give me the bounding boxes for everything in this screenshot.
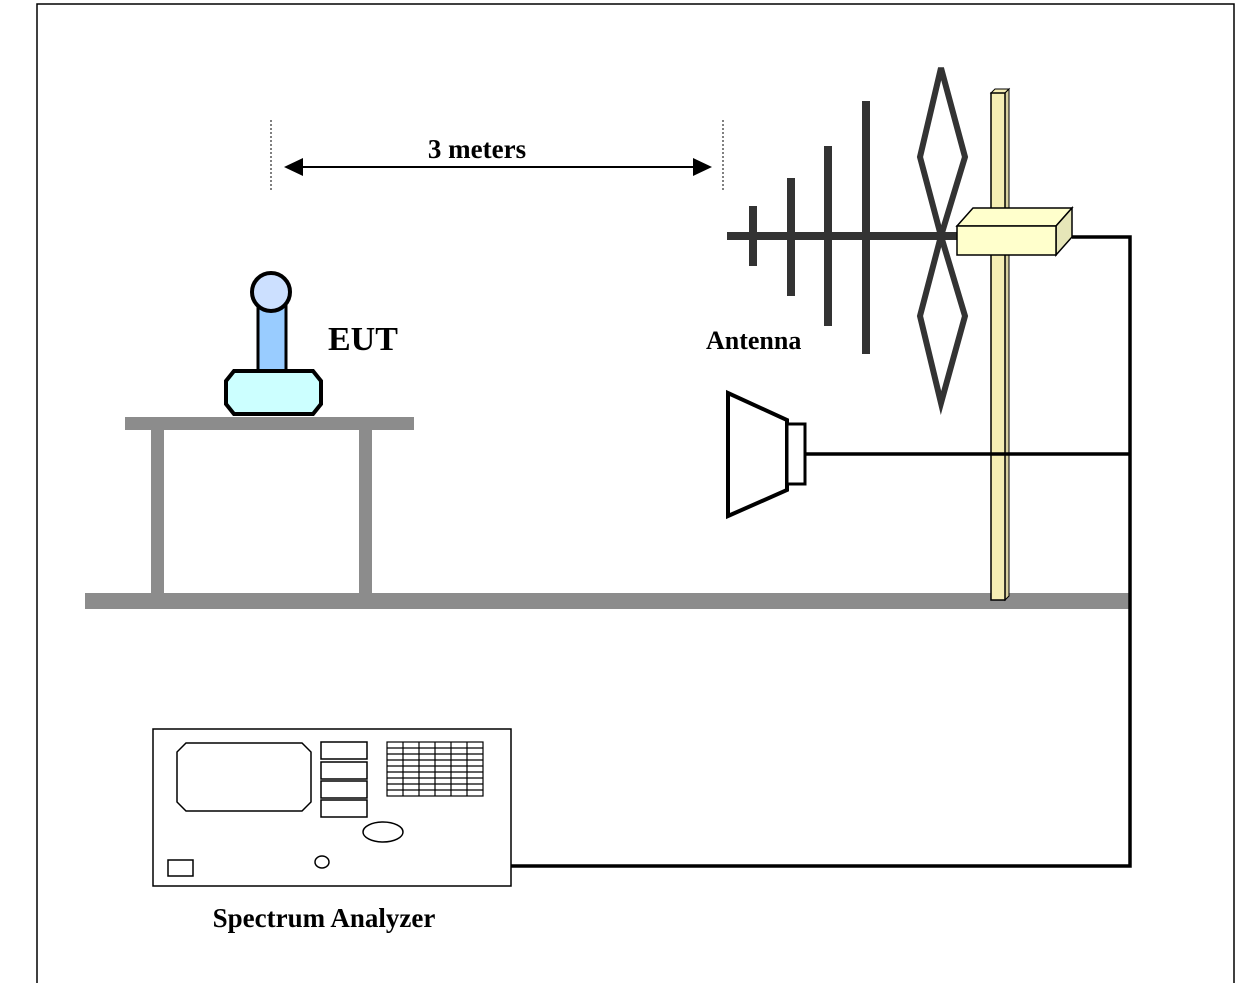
antenna-boom	[727, 232, 977, 240]
eut-label: EUT	[328, 321, 398, 358]
antenna-bicone-lower	[916, 224, 969, 415]
antenna-element-1	[749, 206, 757, 266]
eut-head	[250, 271, 292, 313]
distance-indicator: 3 meters	[270, 120, 724, 192]
table-top	[125, 417, 414, 430]
analyzer-tuning-knob	[362, 821, 404, 843]
antenna-mast	[989, 87, 1011, 602]
mast-pole	[990, 92, 1006, 601]
antenna-element-4	[862, 101, 870, 354]
mount-top-face	[955, 207, 1074, 227]
analyzer-keypad	[386, 741, 484, 797]
antenna-mount	[955, 206, 1074, 257]
antenna-element-2	[787, 178, 795, 296]
analyzer-softkey-4	[320, 799, 368, 818]
analyzer-input-connector	[314, 855, 330, 869]
analyzer-softkey-3	[320, 780, 368, 799]
mount-front-face	[956, 225, 1057, 256]
cable-antenna-to-analyzer	[328, 235, 1132, 868]
spectrum-analyzer	[152, 728, 512, 887]
antenna-bicone-upper	[916, 67, 969, 247]
antenna	[727, 67, 977, 415]
antenna-element-3	[824, 146, 832, 326]
antenna-label: Antenna	[706, 326, 801, 355]
distance-arrowhead-left	[284, 158, 303, 176]
horn-antenna	[726, 389, 807, 520]
spectrum-analyzer-label: Spectrum Analyzer	[213, 903, 436, 933]
eut-table	[125, 417, 414, 604]
eut-stem	[256, 301, 288, 377]
analyzer-screen	[176, 742, 312, 812]
distance-label: 3 meters	[428, 134, 526, 164]
frame-border	[36, 3, 1235, 983]
analyzer-softkey-1	[320, 741, 368, 760]
distance-arrowhead-right	[693, 158, 712, 176]
cabling	[328, 235, 1132, 868]
table-leg-left	[151, 430, 164, 604]
horn-waveguide	[785, 422, 807, 486]
eut-device	[224, 271, 323, 416]
horn-flare	[726, 389, 789, 520]
table-leg-right	[359, 430, 372, 604]
ground-plane	[85, 593, 1129, 609]
eut-base	[224, 369, 323, 416]
analyzer-power-switch	[167, 859, 194, 877]
analyzer-softkey-2	[320, 761, 368, 780]
